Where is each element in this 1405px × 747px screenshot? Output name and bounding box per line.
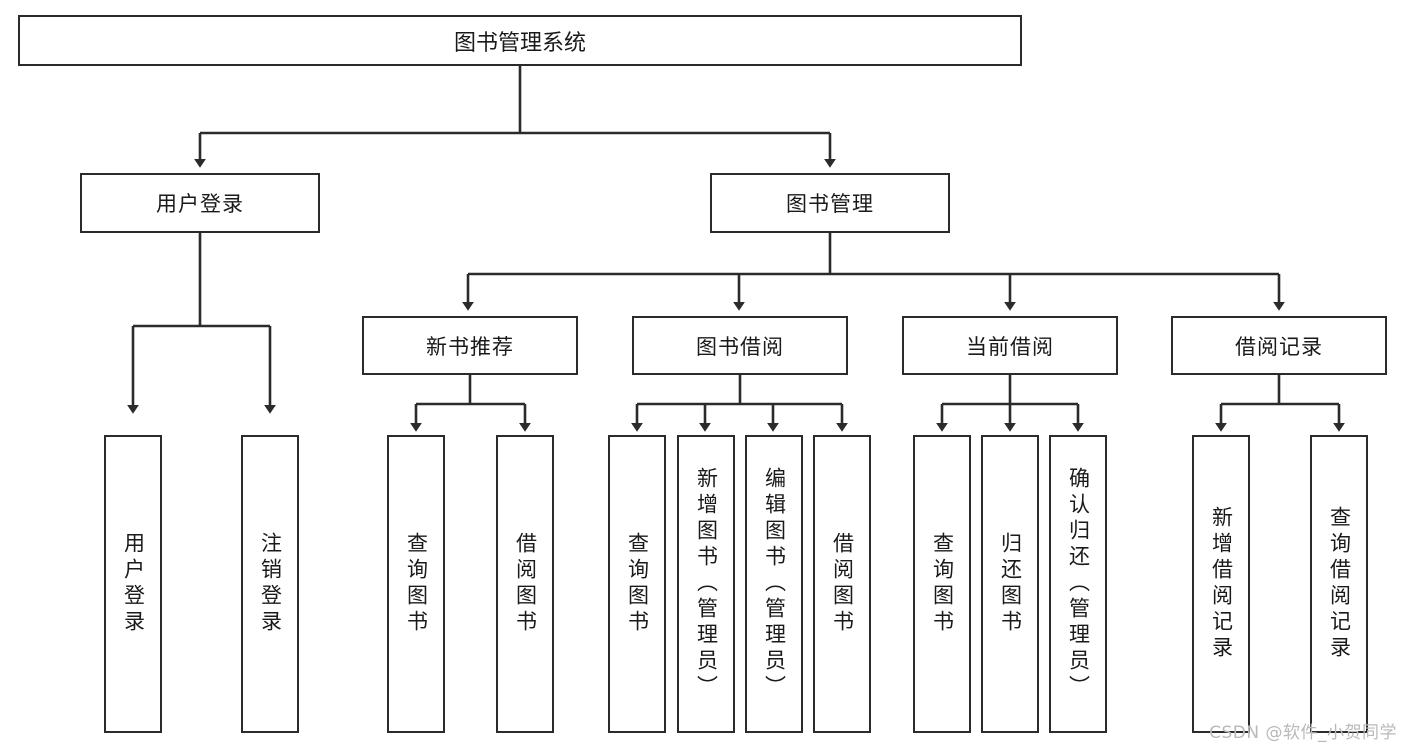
node-label: 借阅图书 xyxy=(513,532,538,636)
node-label: 当前借阅 xyxy=(966,334,1054,359)
node-leaf-confirm-return[interactable]: 确认归还（管理员） xyxy=(1049,435,1107,733)
node-book-management[interactable]: 图书管理 xyxy=(710,173,950,233)
node-label: 查询图书 xyxy=(625,532,650,636)
node-label: 查询借阅记录 xyxy=(1327,506,1352,662)
node-leaf-query-record[interactable]: 查询借阅记录 xyxy=(1310,435,1368,733)
node-label: 新增图书（管理员） xyxy=(694,467,719,701)
node-label: 归还图书 xyxy=(998,532,1023,636)
node-leaf-borrow-book-2[interactable]: 借阅图书 xyxy=(813,435,871,733)
node-label: 借阅图书 xyxy=(830,532,855,636)
watermark-text: CSDN @软件_小贺同学 xyxy=(1209,723,1397,743)
node-leaf-user-login[interactable]: 用户登录 xyxy=(104,435,162,733)
node-borrow-record[interactable]: 借阅记录 xyxy=(1171,316,1387,375)
node-book-borrow[interactable]: 图书借阅 xyxy=(632,316,848,375)
node-current-borrow[interactable]: 当前借阅 xyxy=(902,316,1118,375)
node-label: 用户登录 xyxy=(156,192,244,216)
node-label: 注销登录 xyxy=(258,532,283,636)
node-leaf-user-logout[interactable]: 注销登录 xyxy=(241,435,299,733)
node-label: 新增借阅记录 xyxy=(1209,506,1234,662)
node-label: 查询图书 xyxy=(404,532,429,636)
node-label: 查询图书 xyxy=(930,532,955,636)
node-label: 图书管理 xyxy=(786,192,874,216)
node-label: 确认归还（管理员） xyxy=(1066,467,1091,701)
node-leaf-add-record[interactable]: 新增借阅记录 xyxy=(1192,435,1250,733)
node-leaf-borrow-book-1[interactable]: 借阅图书 xyxy=(496,435,554,733)
node-label: 图书借阅 xyxy=(696,334,784,359)
node-new-book-recommend[interactable]: 新书推荐 xyxy=(362,316,578,375)
node-label: 借阅记录 xyxy=(1235,334,1323,359)
node-leaf-query-book-2[interactable]: 查询图书 xyxy=(608,435,666,733)
node-leaf-return-book[interactable]: 归还图书 xyxy=(981,435,1039,733)
node-label: 图书管理系统 xyxy=(453,30,586,56)
node-leaf-add-book[interactable]: 新增图书（管理员） xyxy=(677,435,735,733)
node-root-book-management-system[interactable]: 图书管理系统 xyxy=(18,15,1022,66)
node-leaf-query-book-3[interactable]: 查询图书 xyxy=(913,435,971,733)
node-leaf-edit-book[interactable]: 编辑图书（管理员） xyxy=(745,435,803,733)
node-leaf-query-book-1[interactable]: 查询图书 xyxy=(387,435,445,733)
node-label: 用户登录 xyxy=(121,532,146,636)
node-label: 编辑图书（管理员） xyxy=(762,467,787,701)
node-label: 新书推荐 xyxy=(426,334,514,359)
node-user-login[interactable]: 用户登录 xyxy=(80,173,320,233)
